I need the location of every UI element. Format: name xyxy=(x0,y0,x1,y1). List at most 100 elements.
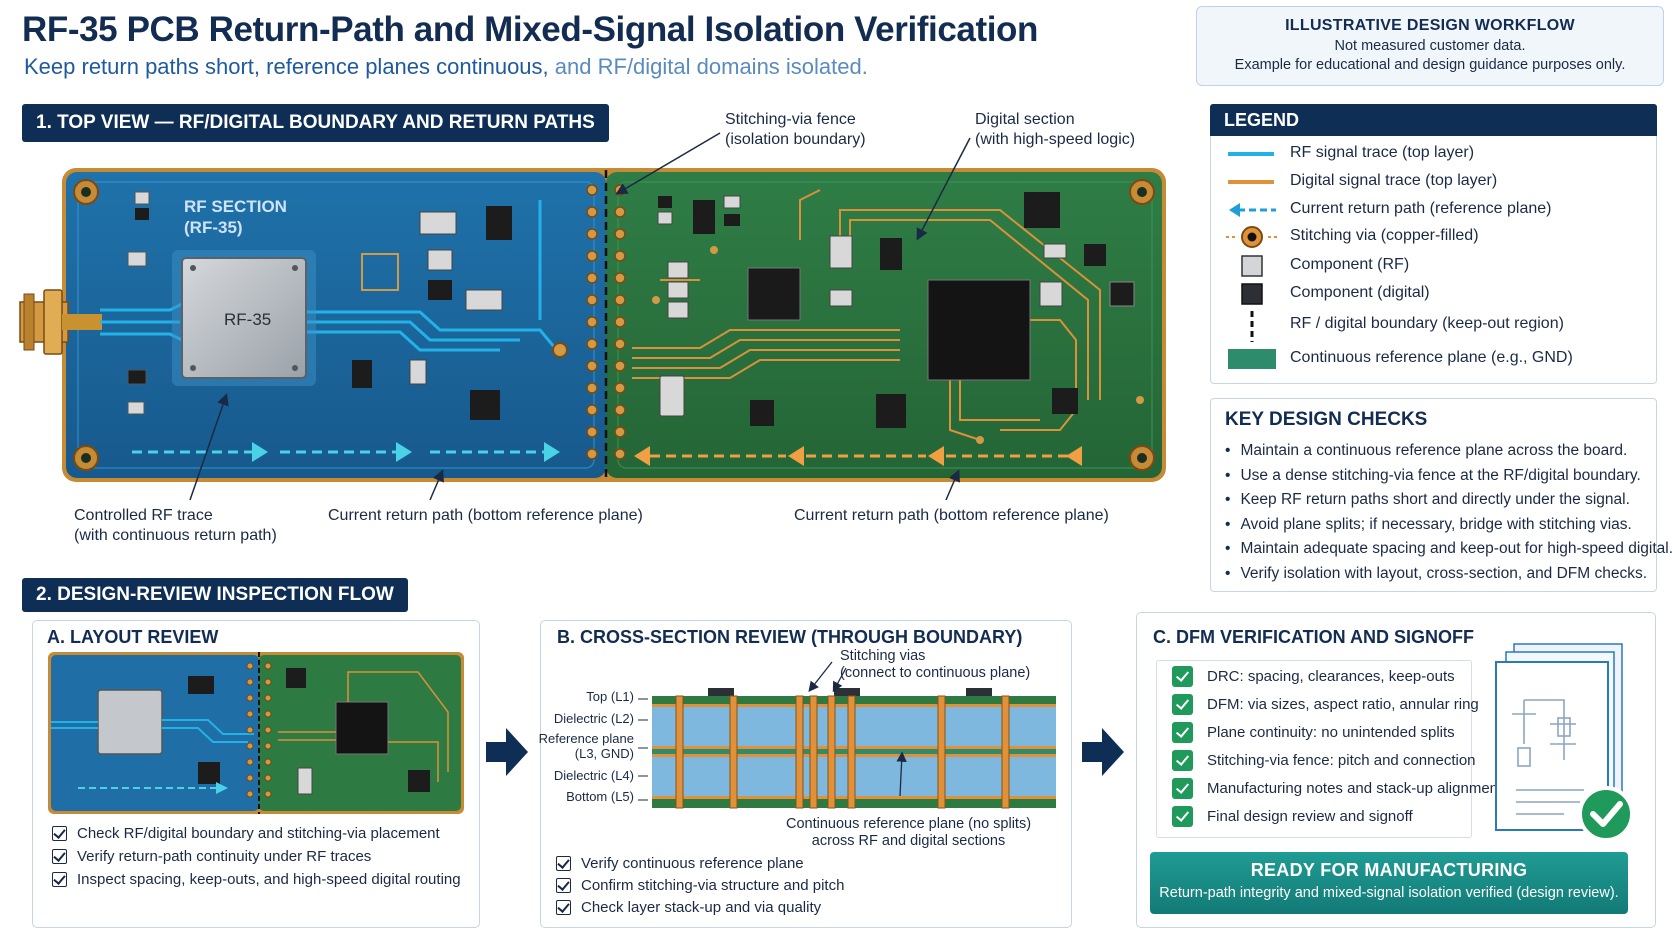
legend-label: Current return path (reference plane) xyxy=(1290,200,1552,217)
check-icon xyxy=(1172,777,1193,799)
via-callout: Stitching vias (connect to continuous pl… xyxy=(840,648,1030,682)
checkbox-icon xyxy=(52,872,67,887)
check-label: Inspect spacing, keep-outs, and high-spe… xyxy=(77,871,461,888)
list-item: Inspect spacing, keep-outs, and high-spe… xyxy=(52,868,461,891)
ready-heading: READY FOR MANUFACTURING xyxy=(1250,860,1528,880)
via-callout-1: Stitching vias xyxy=(840,648,926,664)
subtitle-part-a: Keep return paths short, reference plane… xyxy=(24,54,549,79)
key-checks-list: Maintain a continuous reference plane ac… xyxy=(1225,439,1672,586)
legend-label: RF / digital boundary (keep-out region) xyxy=(1290,315,1564,332)
list-item: Check layer stack-up and via quality xyxy=(556,896,844,918)
digital-return-callout: Current return path (bottom reference pl… xyxy=(794,507,1109,524)
ready-text: Return-path integrity and mixed-signal i… xyxy=(1159,885,1619,901)
list-item: Final design review and signoff xyxy=(1172,802,1502,830)
stitching-via-icon xyxy=(1226,226,1278,248)
panel-b-heading: B. CROSS-SECTION REVIEW (THROUGH BOUNDAR… xyxy=(557,627,1023,647)
legend-item-digital-component: Component (digital) xyxy=(1210,281,1657,307)
panel-a-heading: A. LAYOUT REVIEW xyxy=(47,627,219,647)
layer-label: Reference plane xyxy=(538,731,634,746)
via-callout-2: (connect to continuous plane) xyxy=(840,665,1031,681)
layout-review-thumbnail xyxy=(48,652,464,814)
fence-callout-2: (isolation boundary) xyxy=(725,131,866,148)
check-icon xyxy=(1172,721,1193,743)
list-item: Keep RF return paths short and directly … xyxy=(1225,488,1672,513)
reference-plane-icon xyxy=(1228,349,1276,369)
list-item: Maintain adequate spacing and keep-out f… xyxy=(1225,537,1672,562)
list-item: Check RF/digital boundary and stitching-… xyxy=(52,822,461,845)
page-subtitle: Keep return paths short, reference plane… xyxy=(24,54,868,80)
layer-label: Dielectric (L2) xyxy=(553,711,634,726)
legend-item-digital-trace: Digital signal trace (top layer) xyxy=(1210,169,1657,195)
list-item: DFM: via sizes, aspect ratio, annular ri… xyxy=(1172,690,1502,718)
legend-label: Component (RF) xyxy=(1290,256,1410,273)
check-label: DRC: spacing, clearances, keep-outs xyxy=(1207,667,1455,685)
rf35-module xyxy=(172,250,316,386)
digital-components xyxy=(652,192,1144,444)
panel-a-checklist: Check RF/digital boundary and stitching-… xyxy=(52,822,461,891)
check-label: Verify continuous reference plane xyxy=(581,854,804,872)
check-label: Check RF/digital boundary and stitching-… xyxy=(77,825,440,842)
check-label: Manufacturing notes and stack-up alignme… xyxy=(1207,779,1503,797)
subtitle-part-b: and RF/digital domains isolated. xyxy=(554,54,868,79)
list-item: Avoid plane splits; if necessary, bridge… xyxy=(1225,513,1672,538)
ready-for-manufacturing-banner: READY FOR MANUFACTURING Return-path inte… xyxy=(1150,852,1628,914)
list-item: Plane continuity: no unintended splits xyxy=(1172,718,1502,746)
fence-callout-1: Stitching-via fence xyxy=(725,111,856,128)
rf-trace-callout: Controlled RF trace (with continuous ret… xyxy=(74,506,277,546)
layer-label: Top (L1) xyxy=(586,689,634,704)
layer-label: (L3, GND) xyxy=(574,746,634,761)
notice-heading: ILLUSTRATIVE DESIGN WORKFLOW xyxy=(1285,17,1575,34)
notice-line-1: Not measured customer data. xyxy=(1334,38,1526,54)
check-label: Confirm stitching-via structure and pitc… xyxy=(581,876,845,894)
return-path-icon xyxy=(1229,203,1276,217)
list-item: Verify return-path continuity under RF t… xyxy=(52,845,461,868)
digital-section-area xyxy=(606,172,1162,478)
digital-processor xyxy=(927,279,1031,381)
digital-callout-1: Digital section xyxy=(975,111,1075,128)
flow-arrow-icon xyxy=(1082,728,1124,776)
layer-label: Dielectric (L4) xyxy=(553,768,634,783)
key-design-checks: KEY DESIGN CHECKS Maintain a continuous … xyxy=(1210,398,1672,592)
list-item: Verify continuous reference plane xyxy=(556,852,844,874)
legend-item-stitching-via: Stitching via (copper-filled) xyxy=(1210,224,1657,250)
checkbox-icon xyxy=(556,855,571,871)
check-label: DFM: via sizes, aspect ratio, annular ri… xyxy=(1207,695,1479,713)
legend-heading: LEGEND xyxy=(1210,104,1657,136)
list-item: Verify isolation with layout, cross-sect… xyxy=(1225,562,1672,587)
key-checks-heading: KEY DESIGN CHECKS xyxy=(1225,409,1428,430)
stackup-cross-section xyxy=(638,661,1056,809)
boundary-icon xyxy=(1250,311,1254,342)
legend-item-reference-plane: Continuous reference plane (e.g., GND) xyxy=(1210,346,1657,372)
check-label: Final design review and signoff xyxy=(1207,807,1413,825)
section1-header: 1. TOP VIEW — RF/DIGITAL BOUNDARY AND RE… xyxy=(22,104,609,142)
list-item: Confirm stitching-via structure and pitc… xyxy=(556,874,844,896)
plane-callout-1: Continuous reference plane (no splits) xyxy=(786,816,1032,832)
illustrative-notice: ILLUSTRATIVE DESIGN WORKFLOW Not measure… xyxy=(1196,6,1664,86)
checkbox-icon xyxy=(52,826,67,841)
rf-trace-icon xyxy=(1228,152,1274,156)
check-label: Verify return-path continuity under RF t… xyxy=(77,848,372,865)
top-view-board xyxy=(19,132,1166,501)
rf-trace-callout-2: (with continuous return path) xyxy=(74,527,277,544)
section2-header: 2. DESIGN-REVIEW INSPECTION FLOW xyxy=(22,578,408,612)
layer-label: Bottom (L5) xyxy=(566,789,634,804)
digital-callout-2: (with high-speed logic) xyxy=(975,131,1136,148)
notice-line-2: Example for educational and design guida… xyxy=(1234,57,1626,73)
checkbox-icon xyxy=(52,849,67,864)
digital-trace-icon xyxy=(1228,180,1274,184)
rf-component-icon xyxy=(1241,255,1263,277)
rf-section-label: RF SECTION (RF-35) xyxy=(184,196,287,238)
legend-label: Stitching via (copper-filled) xyxy=(1290,227,1479,244)
check-icon xyxy=(1172,665,1193,687)
check-icon xyxy=(1172,805,1193,827)
legend-item-rf-trace: RF signal trace (top layer) xyxy=(1210,141,1657,167)
list-item: DRC: spacing, clearances, keep-outs xyxy=(1172,662,1502,690)
legend-item-rf-component: Component (RF) xyxy=(1210,253,1657,279)
fence-callout: Stitching-via fence (isolation boundary) xyxy=(725,110,866,150)
plane-callout: Continuous reference plane (no splits) a… xyxy=(786,816,1031,850)
page-title: RF-35 PCB Return-Path and Mixed-Signal I… xyxy=(22,10,1039,49)
legend-item-boundary: RF / digital boundary (keep-out region) xyxy=(1210,311,1657,342)
list-item: Maintain a continuous reference plane ac… xyxy=(1225,439,1672,464)
list-item: Use a dense stitching-via fence at the R… xyxy=(1225,464,1672,489)
rf35-module-label: RF-35 xyxy=(224,310,272,329)
